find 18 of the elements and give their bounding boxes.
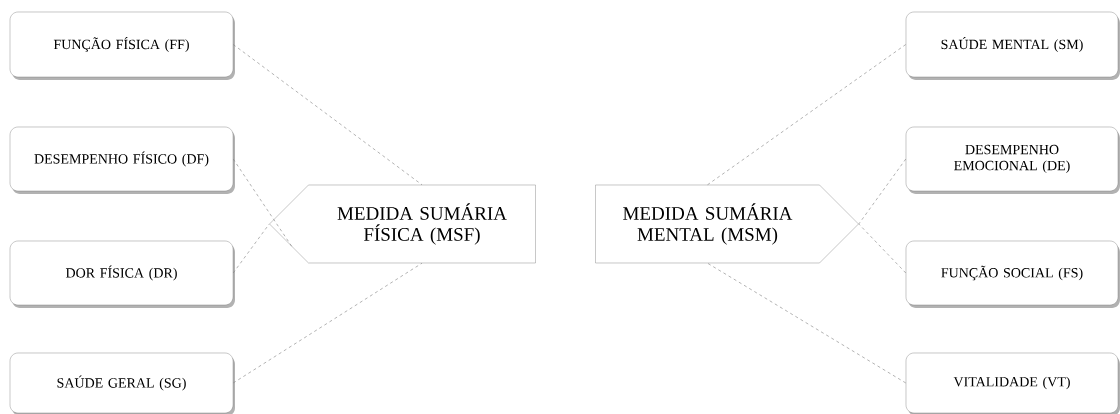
connector-line [232, 44, 423, 186]
category-box: SAÚDE MENTAL (SM) [905, 11, 1120, 80]
category-box: DOR FÍSICA (DR) [9, 240, 235, 308]
category-box: DESEMPENHO FÍSICO (DF) [9, 126, 235, 194]
connector-line [707, 44, 907, 186]
connector-line [707, 262, 907, 384]
summary-pentagon: MEDIDA SUMÁRIA MENTAL (MSM) [595, 184, 859, 264]
connector-line [232, 262, 423, 384]
category-box: VITALIDADE (VT) [905, 352, 1120, 414]
category-box: FUNÇÃO SOCIAL (FS) [905, 240, 1120, 308]
category-box: FUNÇÃO FÍSICA (FF) [9, 11, 235, 80]
category-box: SAÚDE GERAL (SG) [9, 352, 235, 414]
summary-pentagon: MEDIDA SUMÁRIA FÍSICA (MSF) [269, 184, 536, 264]
connector-line [858, 223, 907, 274]
category-box: DESEMPENHO EMOCIONAL (DE) [905, 126, 1120, 194]
connector-line [232, 158, 293, 248]
connector-line [858, 158, 907, 225]
connector-line [232, 223, 270, 274]
